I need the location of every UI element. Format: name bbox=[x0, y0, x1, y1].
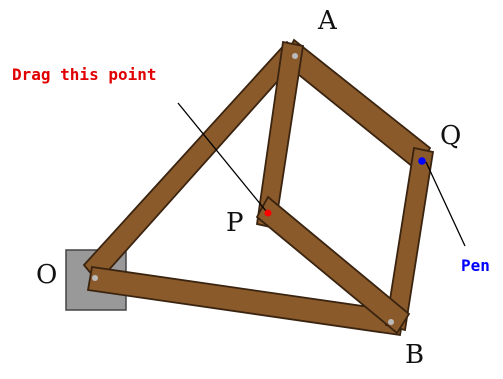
label-q: Q bbox=[440, 121, 462, 151]
drag-point-p[interactable] bbox=[264, 209, 272, 217]
label-b: B bbox=[405, 340, 425, 370]
label-o: O bbox=[36, 260, 58, 290]
label-p: P bbox=[226, 208, 244, 238]
drag-pointer-line bbox=[177, 102, 267, 212]
pen-callout: Pen bbox=[461, 256, 490, 275]
pin-b bbox=[388, 319, 394, 325]
drag-callout: Drag this point bbox=[12, 65, 157, 84]
pen-pointer-line bbox=[425, 161, 466, 247]
bar-aq bbox=[281, 38, 432, 173]
pin-a bbox=[292, 53, 298, 59]
bar-ob bbox=[86, 265, 406, 337]
pin-o bbox=[92, 275, 98, 281]
pen-point-q bbox=[418, 157, 426, 165]
bar-qb bbox=[384, 146, 435, 332]
bar-pb bbox=[255, 195, 411, 335]
label-a: A bbox=[318, 6, 337, 36]
